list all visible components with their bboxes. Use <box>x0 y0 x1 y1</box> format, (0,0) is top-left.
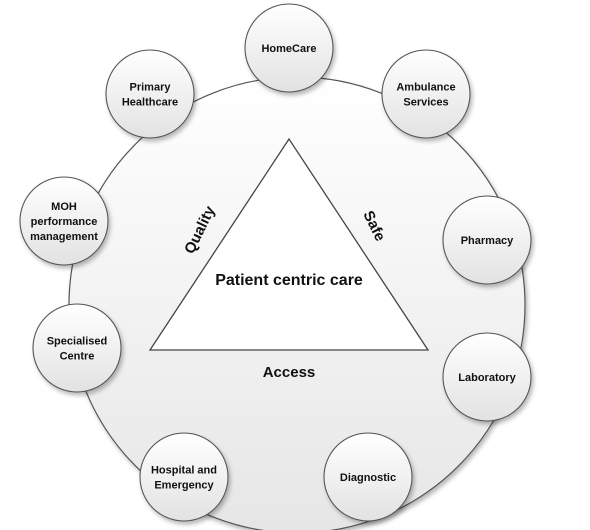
node-circle-primary-healthcare <box>105 49 195 139</box>
node-circle-homecare <box>244 3 334 93</box>
node-diagnostic: Diagnostic <box>323 432 413 522</box>
node-label-ambulance-services: Services <box>403 97 448 109</box>
node-label-primary-healthcare: Primary <box>130 82 172 94</box>
central-triangle <box>148 137 430 351</box>
node-label-specialised-centre: Centre <box>60 351 95 363</box>
node-label-laboratory: Laboratory <box>458 372 516 384</box>
node-label-ambulance-services: Ambulance <box>396 82 455 94</box>
node-moh-performance-management: MOH performance management <box>19 176 109 266</box>
node-circle-specialised-centre <box>32 303 122 393</box>
node-laboratory: Laboratory <box>442 332 532 422</box>
node-label-specialised-centre: Specialised <box>47 336 108 348</box>
node-label-moh-performance-management: management <box>30 231 98 243</box>
center-label: Patient centric care <box>215 272 363 289</box>
node-label-moh-performance-management: MOH <box>51 201 77 213</box>
node-label-hospital-and-emergency: Emergency <box>154 480 214 492</box>
node-label-moh-performance-management: performance <box>31 216 98 228</box>
node-label-homecare: HomeCare <box>261 43 316 55</box>
node-homecare: HomeCare <box>244 3 334 93</box>
node-label-diagnostic: Diagnostic <box>340 472 396 484</box>
node-circle-ambulance-services <box>381 49 471 139</box>
node-pharmacy: Pharmacy <box>442 195 532 285</box>
node-circle-laboratory <box>442 332 532 422</box>
node-circle-diagnostic <box>323 432 413 522</box>
node-circle-moh-performance-management <box>19 176 109 266</box>
node-label-primary-healthcare: Healthcare <box>122 97 178 109</box>
side-label-access: Access <box>263 364 316 381</box>
node-circle-pharmacy <box>442 195 532 285</box>
node-circle-hospital-and-emergency <box>139 432 229 522</box>
nodes-layer: HomeCareAmbulanceServicesPharmacyLaborat… <box>19 3 532 522</box>
node-label-pharmacy: Pharmacy <box>461 235 514 247</box>
node-label-hospital-and-emergency: Hospital and <box>151 465 217 477</box>
